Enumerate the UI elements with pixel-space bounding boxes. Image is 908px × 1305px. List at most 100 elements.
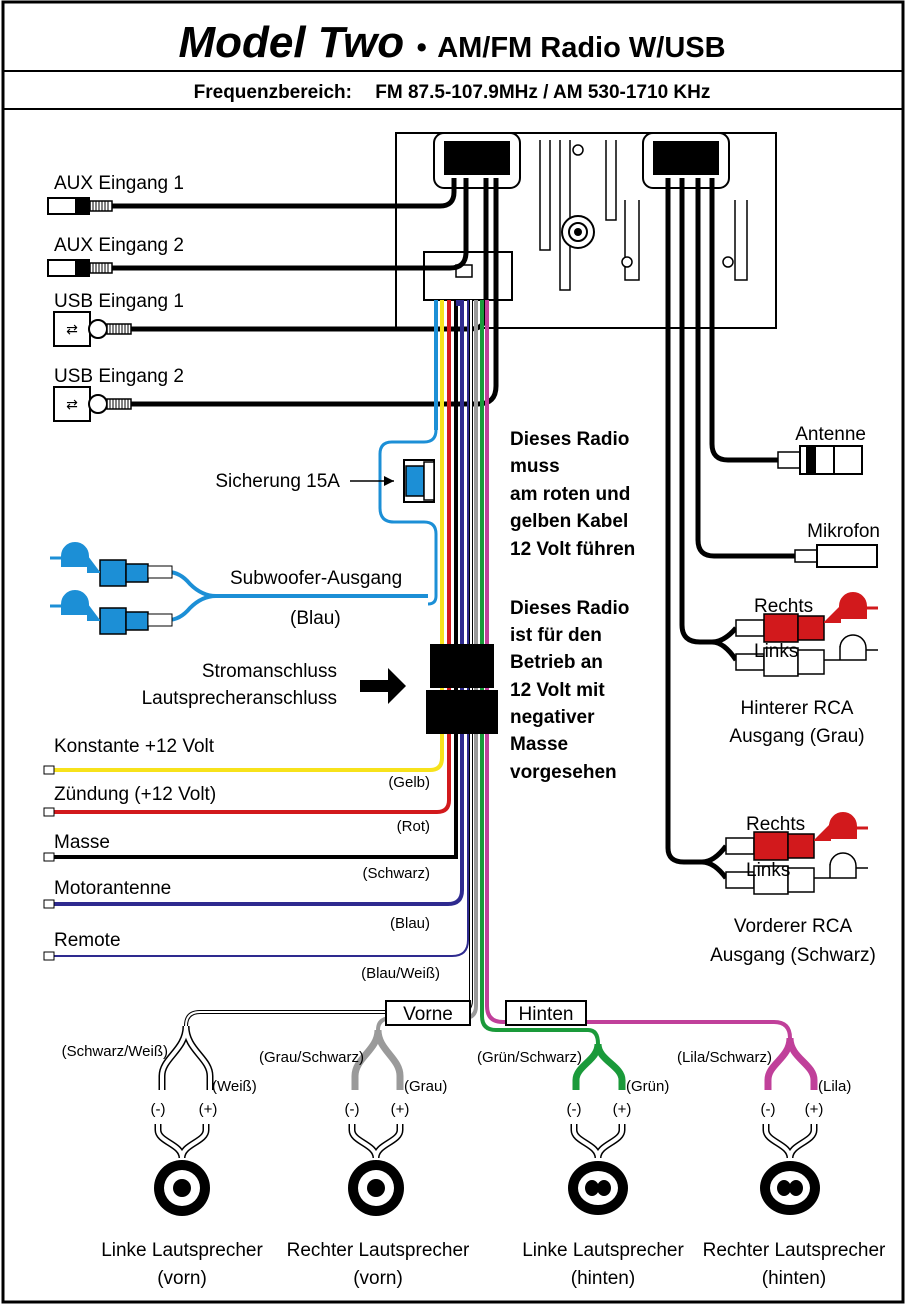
subwoofer-label: Subwoofer-Ausgang	[230, 568, 402, 589]
rear-rca-label-2: Ausgang (Grau)	[729, 726, 864, 747]
speaker-branch-4	[764, 1037, 818, 1090]
speaker-branch-1	[158, 1025, 214, 1090]
wire-constant-color-note: (Gelb)	[388, 774, 430, 791]
note2-line7: vorgesehen	[510, 762, 617, 783]
rear-right-label: Rechts	[754, 596, 813, 617]
note2-line3: Betrieb an	[510, 652, 603, 673]
wire-ignition-label: Zündung (+12 Volt)	[54, 784, 216, 805]
usb-cable-2	[131, 178, 499, 407]
subwoofer-outputs	[50, 542, 428, 635]
speaker-branch-2	[351, 1029, 404, 1090]
front-rca-cable	[665, 178, 728, 880]
radio-unit	[395, 132, 777, 329]
rear-left-label: Links	[754, 641, 798, 662]
power-label-1: Stromanschluss	[202, 661, 337, 682]
speaker-2-neg-polarity: (-)	[345, 1101, 360, 1118]
note1-line3: am roten und	[510, 484, 630, 505]
mic-plug-icon	[794, 544, 878, 568]
note1-line4: gelben Kabel	[510, 511, 628, 532]
speaker-rear-right-icon	[760, 1161, 820, 1215]
aux-plug-1-icon	[47, 196, 113, 216]
aux-input-1-label: AUX Eingang 1	[54, 173, 184, 194]
speaker-1-name-1: Linke Lautsprecher	[101, 1240, 263, 1261]
speaker-3-neg-polarity: (-)	[567, 1101, 582, 1118]
note-negative-ground: Dieses Radio ist für den Betrieb an 12 V…	[510, 598, 629, 783]
aux-plug-2-icon	[47, 258, 113, 278]
note-12v-required: Dieses Radio muss am roten und gelben Ka…	[510, 429, 635, 560]
speaker-2-terminals	[348, 1124, 404, 1159]
speaker-3-name-1: Linke Lautsprecher	[522, 1240, 684, 1261]
power-label-2: Lautsprecheranschluss	[142, 688, 337, 709]
fuse-arrow-head-icon	[384, 476, 394, 486]
fuse-loop-wire	[378, 429, 438, 606]
speaker-2-name-1: Rechter Lautsprecher	[287, 1240, 470, 1261]
rear-rca-cable	[679, 178, 739, 662]
speaker-rear-left-icon	[568, 1161, 628, 1215]
speaker-4-name-2: (hinten)	[762, 1268, 826, 1289]
fuse-label: Sicherung 15A	[215, 471, 340, 492]
speaker-2-neg-wire-label: (Grau/Schwarz)	[259, 1049, 364, 1066]
front-rca-right-plug-icon	[725, 812, 868, 861]
speaker-4-neg-wire-label: (Lila/Schwarz)	[677, 1049, 772, 1066]
note1-line2: muss	[510, 456, 560, 477]
note1-line5: 12 Volt führen	[510, 539, 635, 560]
speaker-1-terminals	[154, 1124, 210, 1159]
note2-line2: ist für den	[510, 625, 602, 646]
rear-rca-label-1: Hinterer RCA	[741, 698, 854, 719]
header-title: Model Two • AM/FM Radio W/USB	[178, 18, 725, 67]
speaker-3-name-2: (hinten)	[571, 1268, 635, 1289]
wire-ground-label: Masse	[54, 832, 110, 853]
note2-line1: Dieses Radio	[510, 598, 629, 619]
usb-input-1-label: USB Eingang 1	[54, 291, 184, 312]
speaker-1-pos-polarity: (+)	[199, 1101, 218, 1118]
fuse-icon	[403, 459, 435, 503]
speaker-1-neg-wire-label: (Schwarz/Weiß)	[62, 1043, 168, 1060]
title-bullet: •	[417, 32, 427, 64]
frequency-line: Frequenzbereich: FM 87.5-107.9MHz / AM 5…	[194, 82, 711, 103]
speaker-2-pos-polarity: (+)	[391, 1101, 410, 1118]
antenna-plug-icon	[777, 445, 863, 475]
note2-line5: negativer	[510, 707, 595, 728]
power-connector	[426, 644, 498, 734]
wire-motor-antenna-color-note: (Blau)	[390, 915, 430, 932]
note2-line6: Masse	[510, 734, 568, 755]
note2-line4: 12 Volt mit	[510, 680, 605, 701]
mic-label: Mikrofon	[807, 521, 880, 542]
rear-rca-right-plug-icon	[735, 592, 878, 643]
aux-cable-1	[112, 178, 457, 209]
subwoofer-color-note: (Blau)	[290, 608, 341, 629]
front-rca-left-plug-icon	[725, 852, 868, 895]
model-name: Model Two	[178, 18, 404, 67]
speaker-branch-3	[572, 1043, 626, 1090]
speaker-2-name-2: (vorn)	[353, 1268, 403, 1289]
bus-rear-label: Hinten	[519, 1004, 574, 1025]
wire-motor-antenna-label: Motorantenne	[54, 878, 171, 899]
front-left-label: Links	[746, 860, 790, 881]
note1-line1: Dieses Radio	[510, 429, 629, 450]
antenna-cable	[709, 178, 778, 463]
power-arrow-icon	[360, 668, 406, 704]
wire-tips	[43, 765, 55, 961]
wire-ignition-color-note: (Rot)	[397, 818, 430, 835]
usb-plug-2-icon	[53, 386, 132, 422]
speaker-4-neg-polarity: (-)	[761, 1101, 776, 1118]
main-harness	[52, 300, 792, 1045]
speaker-front-right-icon	[348, 1160, 404, 1216]
usb-input-2-label: USB Eingang 2	[54, 366, 184, 387]
speaker-4-pos-wire-label: (Lila)	[818, 1078, 851, 1095]
rear-rca-left-plug-icon	[735, 634, 878, 677]
product-name: AM/FM Radio W/USB	[437, 32, 725, 64]
front-rca-label-2: Ausgang (Schwarz)	[710, 945, 876, 966]
speaker-3-neg-wire-label: (Grün/Schwarz)	[477, 1049, 582, 1066]
wire-ground-color-note: (Schwarz)	[362, 865, 430, 882]
front-right-label: Rechts	[746, 814, 805, 835]
bus-front-box: Vorne	[385, 1000, 471, 1026]
wire-constant-label: Konstante +12 Volt	[54, 736, 215, 757]
speaker-3-pos-wire-label: (Grün)	[626, 1078, 669, 1095]
speaker-3-pos-polarity: (+)	[613, 1101, 632, 1118]
frequency-value: FM 87.5-107.9MHz / AM 530-1710 KHz	[375, 82, 710, 103]
bus-front-label: Vorne	[403, 1004, 453, 1025]
speaker-1-pos-wire-label: (Weiß)	[212, 1078, 257, 1095]
frequency-label: Frequenzbereich:	[194, 82, 352, 103]
